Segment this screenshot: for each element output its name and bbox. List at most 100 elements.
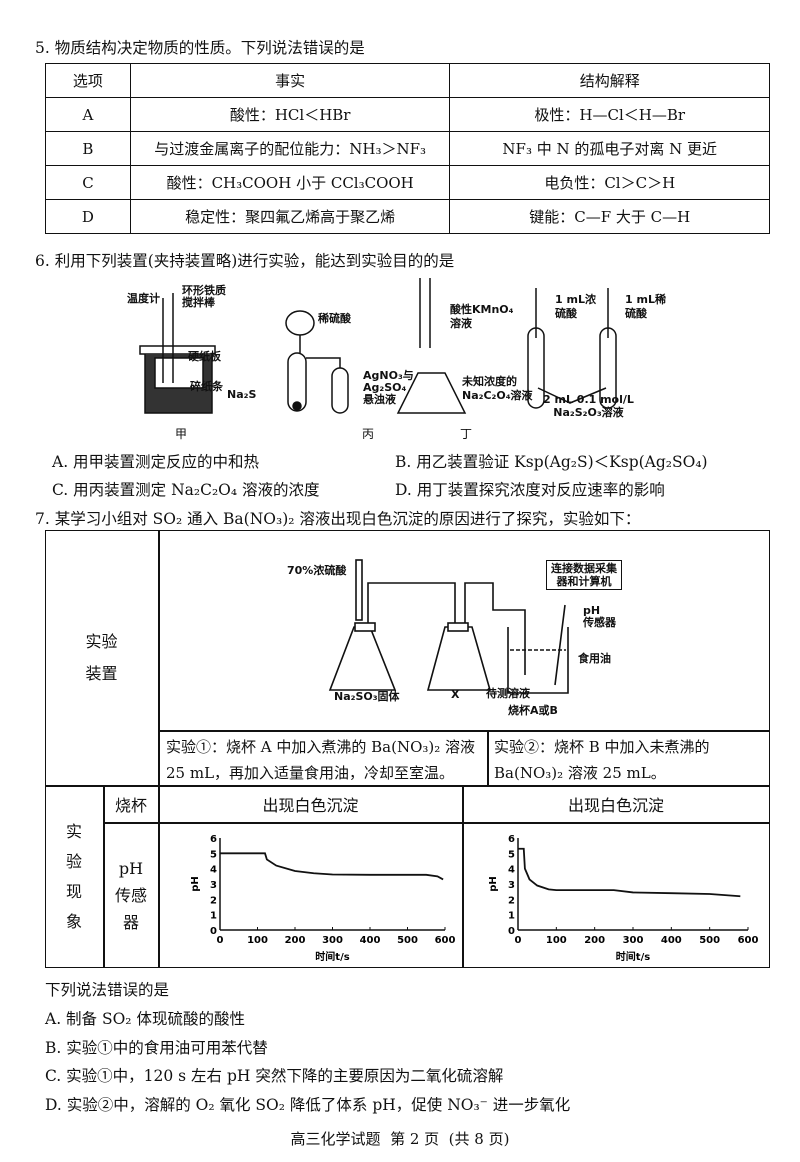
result-1: 出现白色沉淀 bbox=[262, 796, 359, 815]
y-tick-label: 5 bbox=[508, 849, 515, 860]
y-tick-label: 4 bbox=[508, 865, 515, 876]
beaker-ab-label: 烧杯A或B bbox=[508, 704, 558, 717]
phenomenon-label: 实 验 现 象 bbox=[65, 821, 82, 931]
y-axis-title: pH bbox=[190, 876, 201, 892]
divider bbox=[487, 730, 489, 785]
y-tick-label: 0 bbox=[210, 926, 217, 937]
divider bbox=[158, 730, 769, 732]
na2s-label: Na₂S bbox=[227, 388, 257, 401]
apparatus-label: 实验 装置 bbox=[85, 631, 118, 683]
x-tick-label: 600 bbox=[738, 935, 759, 946]
gas-generator-diagram bbox=[285, 310, 349, 414]
flask-x-label: X bbox=[451, 688, 460, 701]
x-tick-label: 300 bbox=[623, 935, 644, 946]
computer-label: 连接数据采集 器和计算机 bbox=[546, 560, 622, 590]
y-tick-label: 4 bbox=[210, 865, 217, 876]
test-solution-label: 待测溶液 bbox=[486, 687, 530, 700]
option-cell: A bbox=[45, 97, 131, 132]
header-explain: 结构解释 bbox=[449, 63, 770, 98]
x-tick-label: 300 bbox=[322, 935, 343, 946]
y-tick-label: 5 bbox=[210, 849, 217, 860]
q7-title: 7. 某学习小组对 SO₂ 通入 Ba(NO₃)₂ 溶液出现白色沉淀的原因进行了… bbox=[35, 510, 641, 528]
q6-option-d: D. 用丁装置探究浓度对反应速率的影响 bbox=[395, 481, 665, 499]
y-tick-label: 6 bbox=[508, 834, 515, 845]
q5-title: 5. 物质结构决定物质的性质。下列说法错误的是 bbox=[35, 39, 365, 57]
y-tick-label: 1 bbox=[210, 911, 217, 922]
q7-option-b: B. 实验①中的食用油可用苯代替 bbox=[45, 1039, 268, 1057]
calorimeter-diagram bbox=[139, 293, 216, 414]
test-tubes-diagram bbox=[527, 288, 617, 409]
na2s2o3-label: 2 mL 0.1 mol/L Na₂S₂O₃溶液 bbox=[543, 393, 634, 419]
y-tick-label: 3 bbox=[508, 880, 515, 891]
explain-cell: 极性：H—Cl＜H—Br bbox=[449, 97, 770, 132]
so2-apparatus-diagram bbox=[328, 559, 569, 694]
x-tick-label: 100 bbox=[546, 935, 567, 946]
divider bbox=[103, 822, 769, 824]
q7-question: 下列说法错误的是 bbox=[45, 981, 170, 999]
beaker-label: 烧杯 bbox=[114, 796, 147, 815]
fact-cell: 酸性：CH₃COOH 小于 CCl₃COOH bbox=[129, 165, 451, 200]
explain-cell: NF₃ 中 N 的孤电子对离 N 更近 bbox=[449, 131, 770, 166]
q7-option-d: D. 实验②中，溶解的 O₂ 氧化 SO₂ 降低了体系 pH，促使 NO₃⁻ 进… bbox=[45, 1096, 571, 1114]
result-2: 出现白色沉淀 bbox=[567, 796, 664, 815]
suspension-label: AgNO₃与 Ag₂SO₄ 悬浊液 bbox=[363, 369, 414, 406]
x-tick-label: 0 bbox=[515, 935, 522, 946]
q6-apparatus-diagrams bbox=[139, 278, 617, 414]
na2so3-label: Na₂SO₃固体 bbox=[334, 690, 400, 703]
caption-bing: 丙 bbox=[362, 427, 375, 441]
divider bbox=[462, 785, 464, 967]
paper-label: 碎纸条 bbox=[190, 380, 223, 393]
x-axis-title: 时间t/s bbox=[315, 950, 349, 963]
fact-cell: 酸性：HCl＜HBr bbox=[129, 97, 451, 132]
stirrer-label: 环形铁质 搅拌棒 bbox=[182, 284, 226, 309]
x-tick-label: 200 bbox=[584, 935, 605, 946]
fact-cell: 与过渡金属离子的配位能力：NH₃＞NF₃ bbox=[129, 131, 451, 166]
q7-option-a: A. 制备 SO₂ 体现硫酸的酸性 bbox=[45, 1010, 245, 1028]
q6-option-b: B. 用乙装置验证 Ksp(Ag₂S)＜Ksp(Ag₂SO₄) bbox=[395, 453, 708, 471]
oil-label: 食用油 bbox=[578, 652, 611, 665]
q7-option-c: C. 实验①中，120 s 左右 pH 突然下降的主要原因为二氧化硫溶解 bbox=[45, 1067, 504, 1085]
experiment-2-text: 实验②：烧杯 B 中加入未煮沸的 Ba(NO₃)₂ 溶液 25 mL。 bbox=[494, 738, 710, 782]
y-tick-label: 1 bbox=[508, 911, 515, 922]
board-label: 硬纸板 bbox=[188, 350, 221, 363]
explain-cell: 键能：C—F 大于 C—H bbox=[449, 199, 770, 234]
y-tick-label: 3 bbox=[210, 880, 217, 891]
explain-cell: 电负性：Cl＞C＞H bbox=[449, 165, 770, 200]
dilute-acid-label-2: 1 mL稀 硫酸 bbox=[625, 293, 666, 320]
conc-acid-label: 1 mL浓 硫酸 bbox=[555, 293, 596, 320]
option-cell: D bbox=[45, 199, 131, 234]
titration-diagram bbox=[396, 278, 467, 414]
divider bbox=[158, 530, 160, 967]
dilute-acid-label: 稀硫酸 bbox=[318, 312, 351, 325]
y-tick-label: 2 bbox=[508, 895, 515, 906]
y-tick-label: 2 bbox=[210, 895, 217, 906]
header-fact: 事实 bbox=[129, 63, 451, 98]
x-tick-label: 0 bbox=[217, 935, 224, 946]
x-tick-label: 500 bbox=[397, 935, 418, 946]
x-tick-label: 100 bbox=[247, 935, 268, 946]
divider bbox=[103, 785, 105, 967]
ph-curve bbox=[220, 852, 444, 881]
q6-option-a: A. 用甲装置测定反应的中和热 bbox=[52, 453, 260, 471]
fact-cell: 稳定性：聚四氟乙烯高于聚乙烯 bbox=[129, 199, 451, 234]
option-cell: B bbox=[45, 131, 131, 166]
sensor-label: pH 传感 器 bbox=[114, 858, 147, 932]
y-axis-title: pH bbox=[488, 876, 499, 892]
y-tick-label: 0 bbox=[508, 926, 515, 937]
y-tick-label: 6 bbox=[210, 834, 217, 845]
x-tick-label: 200 bbox=[285, 935, 306, 946]
thermometer-label: 温度计 bbox=[127, 292, 160, 305]
x-tick-label: 400 bbox=[661, 935, 682, 946]
x-tick-label: 600 bbox=[435, 935, 456, 946]
option-cell: C bbox=[45, 165, 131, 200]
q6-option-c: C. 用丙装置测定 Na₂C₂O₄ 溶液的浓度 bbox=[52, 481, 320, 499]
x-tick-label: 500 bbox=[699, 935, 720, 946]
table-header-row: 选项 事实 结构解释 bbox=[45, 63, 770, 98]
